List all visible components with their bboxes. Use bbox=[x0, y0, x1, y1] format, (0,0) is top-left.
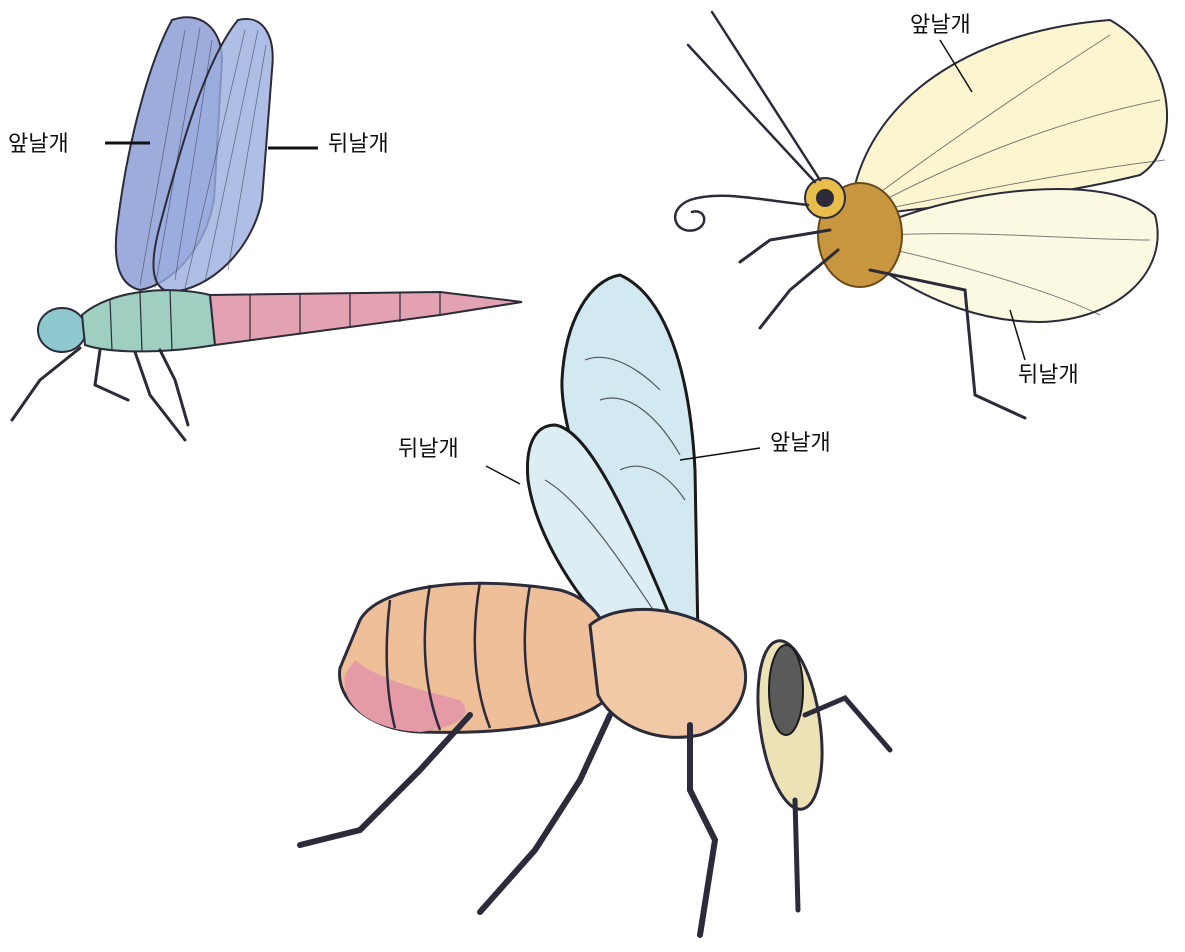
butterfly-pupil bbox=[816, 189, 834, 207]
leader-bee-hindwing bbox=[486, 466, 520, 484]
butterfly-forewing bbox=[855, 20, 1167, 215]
label-dragonfly-hindwing: 뒤날개 bbox=[328, 132, 389, 157]
dragonfly-thorax bbox=[82, 290, 215, 351]
dragonfly-legs bbox=[12, 348, 188, 440]
butterfly bbox=[675, 12, 1167, 418]
label-butterfly-forewing: 앞날개 bbox=[910, 13, 971, 38]
label-bee-forewing: 앞날개 bbox=[770, 431, 831, 456]
label-dragonfly-forewing: 앞날개 bbox=[8, 132, 69, 157]
label-butterfly-hindwing: 뒤날개 bbox=[1018, 363, 1079, 388]
bee bbox=[300, 275, 890, 935]
dragonfly-head bbox=[38, 308, 86, 352]
bee-thorax bbox=[590, 609, 746, 737]
butterfly-hindwing bbox=[880, 189, 1158, 322]
bee-compound-eye bbox=[769, 645, 803, 735]
dragonfly-abdomen bbox=[210, 292, 522, 345]
dragonfly bbox=[12, 17, 522, 440]
label-bee-hindwing: 뒤날개 bbox=[398, 437, 459, 462]
butterfly-antennae bbox=[675, 12, 820, 231]
bee-legs bbox=[300, 715, 715, 935]
